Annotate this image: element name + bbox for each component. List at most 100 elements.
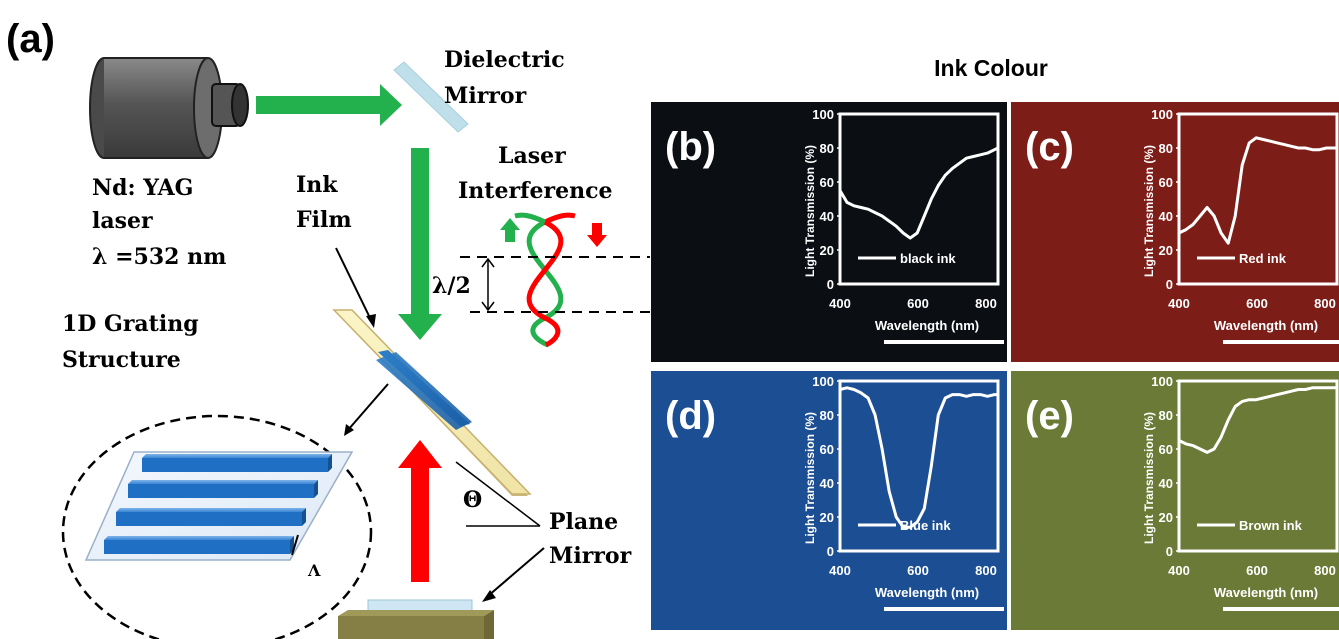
scale-bar bbox=[884, 340, 1004, 344]
laser-device-icon bbox=[89, 57, 249, 159]
ink-film-sample bbox=[332, 309, 532, 496]
x-tick-label: 400 bbox=[829, 296, 851, 311]
x-tick-label: 600 bbox=[907, 563, 929, 578]
red-beam-vertical bbox=[398, 440, 442, 582]
legend-label: Red ink bbox=[1239, 251, 1287, 266]
grating-bars bbox=[84, 451, 354, 561]
panel-e: (e) 0 20 40 60 80 100 400 600 800 Light Transmissi… bbox=[1011, 371, 1339, 630]
y-axis-label: Light Transmission (%) bbox=[1142, 145, 1156, 277]
y-tick-label: 40 bbox=[820, 209, 834, 224]
y-tick-label: 0 bbox=[827, 544, 834, 559]
legend-label: Brown ink bbox=[1239, 518, 1303, 533]
half-wavelength-marker bbox=[481, 257, 495, 312]
series-line bbox=[838, 146, 999, 240]
y-tick-label: 60 bbox=[820, 175, 834, 190]
dielectric-mirror-label-1: Dielectric bbox=[444, 47, 565, 73]
x-axis-label: Wavelength (nm) bbox=[1214, 318, 1318, 333]
laser-wavelength: λ =532 nm bbox=[92, 244, 226, 270]
y-tick-label: 60 bbox=[1159, 442, 1173, 457]
up-arrow-icon bbox=[500, 218, 520, 242]
interference-waves bbox=[514, 212, 576, 348]
y-tick-label: 60 bbox=[1159, 175, 1173, 190]
x-axis-label: Wavelength (nm) bbox=[1214, 585, 1318, 600]
scale-bar bbox=[884, 607, 1004, 611]
y-tick-label: 0 bbox=[1166, 277, 1173, 292]
x-axis-label: Wavelength (nm) bbox=[875, 585, 979, 600]
y-axis-label: Light Transmission (%) bbox=[803, 145, 817, 277]
panel-a-tag: (a) bbox=[6, 17, 55, 61]
y-tick-label: 20 bbox=[820, 510, 834, 525]
x-tick-label: 400 bbox=[829, 563, 851, 578]
dielectric-mirror-icon bbox=[393, 61, 469, 133]
panel-tag: (b) bbox=[665, 125, 716, 169]
half-wavelength-label: λ/2 bbox=[432, 273, 471, 299]
theta-label: Θ bbox=[463, 487, 482, 513]
ink-film-pointer-head bbox=[366, 314, 376, 328]
y-axis-label: Light Transmission (%) bbox=[803, 412, 817, 544]
green-beam-vertical bbox=[398, 148, 442, 340]
panel-tag: (d) bbox=[665, 394, 716, 438]
grating-label-2: Structure bbox=[62, 347, 181, 373]
ink-photo bbox=[651, 371, 1007, 630]
y-tick-label: 80 bbox=[1159, 408, 1173, 423]
inset-frame bbox=[838, 379, 1000, 553]
y-tick-label: 20 bbox=[820, 243, 834, 258]
theta-angle bbox=[455, 461, 541, 527]
y-tick-label: 80 bbox=[820, 408, 834, 423]
y-tick-label: 80 bbox=[1159, 141, 1173, 156]
y-tick-label: 40 bbox=[820, 476, 834, 491]
grating-zoom-ellipse bbox=[61, 414, 373, 639]
x-tick-label: 400 bbox=[1168, 296, 1190, 311]
plane-mirror-label-1: Plane bbox=[549, 509, 618, 535]
ink-photo bbox=[651, 102, 1007, 362]
y-tick-label: 20 bbox=[1159, 243, 1173, 258]
y-tick-label: 0 bbox=[1166, 544, 1173, 559]
inset-frame bbox=[1177, 379, 1339, 553]
y-tick-label: 100 bbox=[812, 374, 834, 389]
interference-label-1: Laser bbox=[498, 143, 566, 169]
y-tick-label: 0 bbox=[827, 277, 834, 292]
ink-film-label-1: Ink bbox=[296, 172, 338, 198]
inset-frame bbox=[838, 112, 1000, 286]
green-beam-horizontal bbox=[256, 84, 402, 126]
grating-period-label: Λ bbox=[307, 561, 321, 580]
x-tick-label: 600 bbox=[1246, 563, 1268, 578]
ink-colour-title: Ink Colour bbox=[934, 55, 1048, 81]
laser-word: laser bbox=[92, 208, 153, 234]
grating-label-1: 1D Grating bbox=[62, 311, 199, 337]
scale-bar bbox=[1223, 340, 1339, 344]
y-tick-label: 100 bbox=[812, 107, 834, 122]
dielectric-mirror-label-2: Mirror bbox=[444, 83, 527, 109]
y-tick-label: 100 bbox=[1151, 374, 1173, 389]
y-axis-label: Light Transmission (%) bbox=[1142, 412, 1156, 544]
plane-mirror-label-2: Mirror bbox=[549, 543, 632, 569]
plane-mirror-pointer bbox=[487, 547, 545, 597]
panel-d: (d) 0 20 40 60 80 100 400 600 800 Light Transmissi… bbox=[651, 371, 1007, 630]
inset-frame bbox=[1177, 112, 1339, 286]
ink-film-pointer bbox=[335, 247, 373, 323]
series-line bbox=[839, 386, 998, 529]
y-tick-label: 20 bbox=[1159, 510, 1173, 525]
laser-name: Nd: YAG bbox=[92, 175, 193, 201]
grating-pointer-head bbox=[344, 424, 354, 436]
x-tick-label: 600 bbox=[907, 296, 929, 311]
y-tick-label: 60 bbox=[820, 442, 834, 457]
series-line bbox=[1178, 136, 1337, 245]
x-axis-label: Wavelength (nm) bbox=[875, 318, 979, 333]
panel-tag: (e) bbox=[1025, 394, 1074, 438]
x-tick-label: 600 bbox=[1246, 296, 1268, 311]
x-tick-label: 800 bbox=[1314, 563, 1336, 578]
x-tick-label: 400 bbox=[1168, 563, 1190, 578]
plane-mirror-pointer-head bbox=[482, 590, 496, 602]
y-tick-label: 40 bbox=[1159, 476, 1173, 491]
x-tick-label: 800 bbox=[1314, 296, 1336, 311]
ink-film-label-2: Film bbox=[296, 207, 352, 233]
legend-label: Blue ink bbox=[900, 518, 951, 533]
grating-pointer bbox=[347, 383, 389, 431]
x-tick-label: 800 bbox=[975, 563, 997, 578]
series-line bbox=[1178, 386, 1337, 454]
plane-mirror-icon bbox=[338, 599, 494, 639]
